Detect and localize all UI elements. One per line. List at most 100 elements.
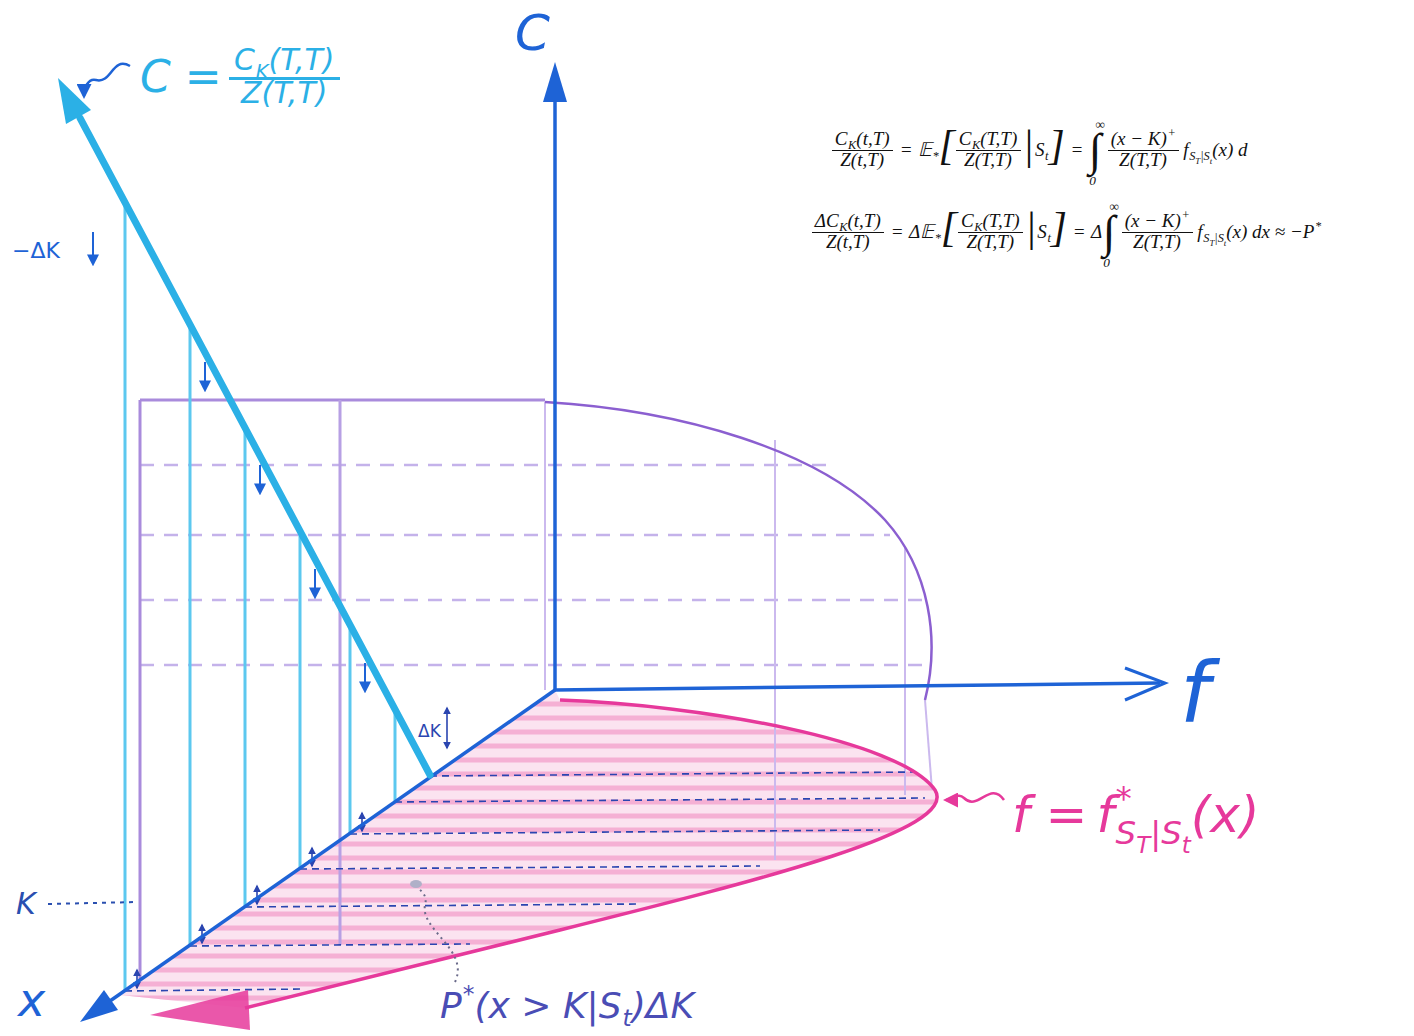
formula-term: ΔC bbox=[815, 211, 839, 230]
formula-term: 0 bbox=[1103, 256, 1110, 269]
axes bbox=[100, 100, 1165, 1008]
formula-term: [ bbox=[941, 207, 957, 249]
surface-edge bbox=[339, 400, 342, 945]
probability-label: (x > K|S bbox=[475, 988, 622, 1024]
probability-label: * bbox=[463, 983, 475, 1006]
shift-arrow bbox=[259, 465, 261, 493]
formula-term: Δ𝔼 bbox=[909, 222, 934, 241]
formula-term: f bbox=[1183, 140, 1188, 159]
f-axis-head bbox=[1125, 668, 1165, 700]
probability-leader bbox=[418, 888, 458, 982]
shift-arrow bbox=[92, 232, 94, 264]
strip-line bbox=[190, 944, 470, 946]
step-arrow bbox=[311, 848, 313, 866]
formula-term: S bbox=[1189, 150, 1195, 162]
formula-term: t bbox=[1224, 239, 1226, 248]
strike-step-label: ΔK bbox=[417, 723, 442, 740]
formula-term: + bbox=[1181, 209, 1189, 221]
formula-term: S bbox=[1037, 222, 1047, 241]
density-stripe bbox=[100, 926, 980, 931]
formula-term: Z(T,T) bbox=[1119, 150, 1167, 169]
surface-edge bbox=[774, 440, 776, 860]
formula-term: [ bbox=[939, 125, 955, 167]
strike-label: K bbox=[16, 889, 36, 919]
density-stripe bbox=[100, 870, 980, 875]
payoff-vertical bbox=[124, 206, 127, 991]
density-label: f = bbox=[1012, 790, 1087, 840]
formula-term: Z(T,T) bbox=[1133, 232, 1181, 251]
formula-term: Z(t,T) bbox=[826, 232, 870, 251]
shift-arrows bbox=[93, 232, 365, 691]
density-stripe bbox=[100, 786, 980, 791]
x-axis-head bbox=[80, 990, 118, 1022]
formula-term: (x) dx ≈ −P bbox=[1226, 222, 1314, 241]
strip-line bbox=[350, 830, 880, 834]
formula-term: ] bbox=[1049, 125, 1065, 167]
formula-term: + bbox=[1167, 127, 1175, 139]
density-label: t bbox=[1182, 834, 1191, 857]
probability-label: P bbox=[440, 988, 462, 1024]
surface-edge bbox=[139, 400, 142, 980]
surface-level-line bbox=[140, 664, 930, 667]
formula-term: = bbox=[1071, 140, 1084, 159]
density-label: f bbox=[1096, 790, 1114, 840]
formula-term: 𝔼 bbox=[918, 140, 932, 159]
formula-term: |S bbox=[1200, 150, 1210, 162]
density-stripe bbox=[100, 954, 980, 959]
surface-edge bbox=[140, 399, 545, 402]
density-curve bbox=[245, 700, 937, 1008]
density-fill bbox=[100, 680, 980, 1020]
formula-term: = bbox=[900, 140, 913, 159]
shift-arrow bbox=[364, 663, 366, 691]
surface-edge bbox=[904, 548, 906, 795]
formula-term: (t,T) bbox=[856, 129, 889, 148]
axis-label: f bbox=[1180, 651, 1210, 735]
payoff-vertical bbox=[189, 328, 192, 946]
density-arrowhead bbox=[150, 990, 250, 1030]
payoff-vertical bbox=[299, 535, 302, 869]
surface-edge bbox=[544, 402, 546, 690]
surface-level-line bbox=[140, 599, 922, 602]
formula-term: (t,T) bbox=[847, 211, 880, 230]
density-label: * bbox=[1116, 782, 1132, 815]
surface-level-line bbox=[140, 534, 890, 537]
density-stripe bbox=[100, 758, 980, 763]
f-axis bbox=[555, 683, 1160, 690]
payoff-label: C bbox=[234, 45, 255, 75]
payoff-label: (T,T) bbox=[269, 45, 335, 75]
surface-curve bbox=[545, 402, 932, 700]
strip-line bbox=[300, 866, 760, 869]
formula-term: * bbox=[935, 232, 941, 244]
density-stripe bbox=[100, 968, 980, 973]
density-stripe bbox=[100, 982, 980, 987]
payoff-vertical bbox=[244, 431, 247, 907]
formula-term: t bbox=[1047, 232, 1050, 244]
formula-term: (T,T) bbox=[982, 211, 1019, 230]
payoff-vertical bbox=[349, 629, 352, 834]
density-stripe bbox=[100, 940, 980, 945]
c-axis bbox=[553, 100, 557, 690]
formula-term: S bbox=[1203, 232, 1209, 244]
step-arrow bbox=[136, 970, 138, 988]
axis-label: x bbox=[18, 977, 45, 1023]
density-stripe bbox=[100, 856, 980, 861]
density-label: (x) bbox=[1191, 790, 1260, 840]
formula-term: = bbox=[891, 222, 904, 241]
density-stripe bbox=[100, 772, 980, 777]
density-stripe bbox=[100, 730, 980, 735]
strip-line bbox=[395, 798, 925, 802]
density-stripe bbox=[100, 898, 980, 903]
shift-arrow bbox=[314, 569, 316, 597]
formula-term: = bbox=[1073, 222, 1086, 241]
payoff-label: Z(T,T) bbox=[241, 78, 327, 108]
formula-term: | bbox=[1025, 207, 1037, 249]
axis-label: C bbox=[515, 8, 550, 58]
surface-edge bbox=[925, 700, 932, 790]
formula-term: C bbox=[959, 129, 972, 148]
formula-term: (T,T) bbox=[980, 129, 1017, 148]
x-axis bbox=[100, 690, 555, 1008]
formula-term: Z(T,T) bbox=[966, 232, 1014, 251]
formula-term: (x) d bbox=[1212, 140, 1247, 159]
formula-term: |S bbox=[1214, 232, 1224, 244]
